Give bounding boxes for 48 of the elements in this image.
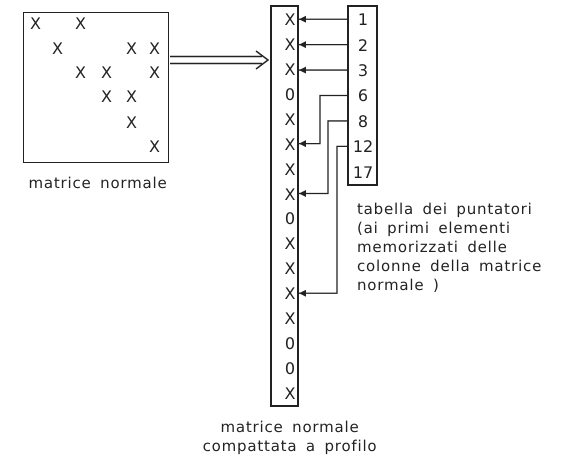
matrix-entry: X <box>126 115 137 131</box>
array-entry: X <box>282 256 298 282</box>
matrix-frame <box>23 12 169 163</box>
array-column <box>270 5 299 407</box>
array-entry: X <box>282 182 298 206</box>
matrix-entry: X <box>149 139 160 155</box>
matrix-entry: X <box>126 41 137 57</box>
array-entry: X <box>282 32 298 57</box>
matrix-entry: X <box>101 65 112 81</box>
pointer-value: 6 <box>349 83 377 109</box>
pointer-arrow <box>299 146 347 297</box>
pointer-value: 17 <box>349 160 377 185</box>
array-entry: X <box>282 106 298 132</box>
array-entry: X <box>282 231 298 256</box>
array-entry: X <box>282 132 298 157</box>
node-label: tabella dei puntatori (ai primi elementi memorizzati delle colonne della matrice normale ) <box>357 200 544 295</box>
pointer-value: 12 <box>349 134 377 160</box>
pointer-arrow <box>299 94 347 148</box>
matrix-entry: X <box>126 89 137 105</box>
array-entry: X <box>282 281 298 306</box>
matrix-entry: X <box>75 16 86 32</box>
array-entry: X <box>282 56 298 82</box>
node-label: matrice normale compattata a profilo <box>202 418 378 456</box>
pointer-value: 2 <box>349 32 377 58</box>
matrix-entry: X <box>75 65 86 81</box>
array-entry: 0 <box>282 206 298 232</box>
matrix-entry: X <box>30 16 41 32</box>
pointer-arrow <box>299 120 347 198</box>
pointer-value: 3 <box>349 58 377 84</box>
array-entry: X <box>282 7 298 32</box>
matrix-entry: X <box>101 89 112 105</box>
array-entry: 0 <box>282 331 298 356</box>
array-entry: X <box>282 306 298 332</box>
pointer-arrow <box>299 66 347 74</box>
pointer-arrow <box>299 16 347 23</box>
array-entry: 0 <box>282 356 298 382</box>
array-entry: 0 <box>282 82 298 107</box>
matrix-entry: X <box>149 41 160 57</box>
array-entry: X <box>282 381 298 406</box>
array-entry: X <box>282 156 298 182</box>
array-column <box>347 5 378 186</box>
node-label: matrice normale <box>27 174 169 193</box>
matrix-entry: X <box>52 41 63 57</box>
pointer-arrow <box>299 41 347 48</box>
implication-arrow <box>169 50 270 70</box>
matrix-entry: X <box>149 65 160 81</box>
pointer-value: 8 <box>349 108 377 134</box>
pointer-value: 1 <box>349 7 377 32</box>
